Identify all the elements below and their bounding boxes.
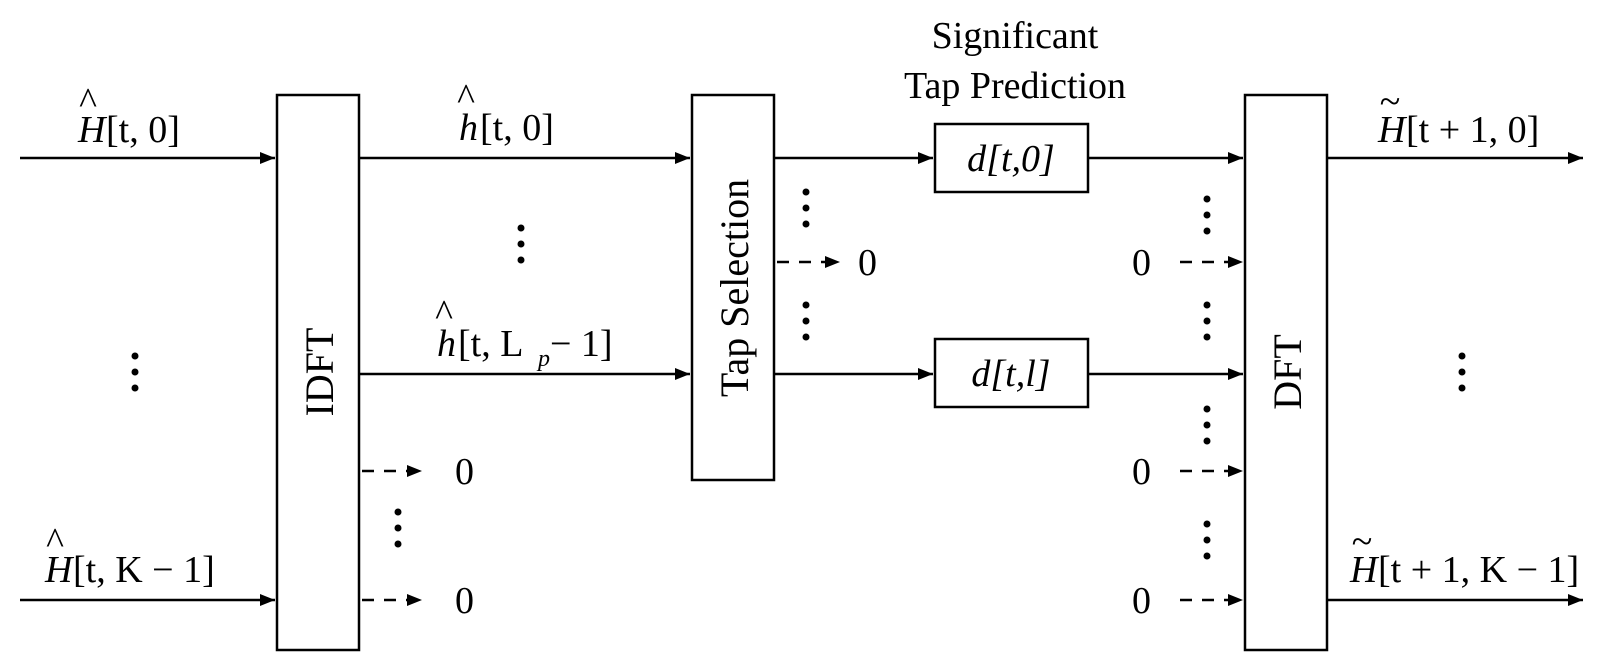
idft-output-label-first: h ^ [t, 0] [457, 77, 554, 149]
idft-zero-label-1: 0 [455, 451, 474, 493]
dft-input-ellipsis-4 [1203, 520, 1211, 560]
svg-text:H: H [1349, 549, 1380, 591]
predictor-label-first: d[t,0] [967, 138, 1055, 180]
svg-text:H: H [1377, 109, 1408, 151]
svg-text:H: H [77, 109, 108, 151]
dft-zero-label-1: 0 [1132, 242, 1151, 284]
input-ellipsis [131, 352, 139, 392]
tap-selection-label: Tap Selection [712, 179, 757, 397]
svg-text:[t + 1, K − 1]: [t + 1, K − 1] [1378, 549, 1579, 591]
svg-text:^: ^ [46, 521, 64, 563]
idft-block [275, 93, 361, 652]
idft-zero-label-2: 0 [455, 580, 474, 622]
idft-output-ellipsis [517, 224, 525, 264]
svg-text:[t, 0]: [t, 0] [106, 109, 180, 151]
tapsel-zero-label: 0 [858, 242, 877, 284]
tapsel-ellipsis-upper [802, 188, 810, 228]
dft-input-ellipsis-2 [1203, 301, 1211, 341]
svg-text:~: ~ [1352, 521, 1373, 563]
input-label-last: H ^ [t, K − 1] [44, 521, 215, 591]
tapsel-ellipsis-lower [802, 301, 810, 341]
title-line1: Significant [932, 15, 1099, 57]
idft-output-label-last: h ^ [t, L p − 1] [435, 293, 613, 372]
svg-text:[t, L: [t, L [458, 323, 523, 365]
dft-label: DFT [1265, 334, 1310, 410]
output-label-last: H ~ [t + 1, K − 1] [1349, 521, 1579, 591]
output-ellipsis [1458, 352, 1466, 392]
svg-text:[t, K − 1]: [t, K − 1] [73, 549, 215, 591]
predictor-box-second [933, 337, 1090, 409]
idft-zero-ellipsis [394, 508, 402, 548]
dft-zero-label-3: 0 [1132, 580, 1151, 622]
svg-text:− 1]: − 1] [550, 323, 613, 365]
dft-zero-label-2: 0 [1132, 451, 1151, 493]
idft-label: IDFT [297, 328, 342, 417]
svg-text:^: ^ [79, 81, 97, 123]
dft-input-ellipsis-3 [1203, 405, 1211, 445]
svg-text:H: H [44, 549, 75, 591]
tap-selection-block [690, 93, 776, 482]
svg-text:p: p [536, 346, 550, 372]
svg-text:[t + 1, 0]: [t + 1, 0] [1406, 109, 1539, 151]
title-line2: Tap Prediction [904, 65, 1126, 107]
svg-text:^: ^ [435, 293, 453, 335]
svg-text:h: h [459, 107, 478, 149]
dft-input-ellipsis-1 [1203, 195, 1211, 235]
svg-text:[t, 0]: [t, 0] [480, 107, 554, 149]
svg-text:^: ^ [457, 77, 475, 119]
dft-block [1243, 93, 1329, 652]
input-label-first: H ^ [t, 0] [77, 81, 180, 151]
predictor-label-second: d[t,l] [971, 353, 1050, 395]
svg-text:h: h [437, 323, 456, 365]
output-label-first: H ~ [t + 1, 0] [1377, 81, 1539, 151]
svg-text:~: ~ [1380, 81, 1401, 123]
